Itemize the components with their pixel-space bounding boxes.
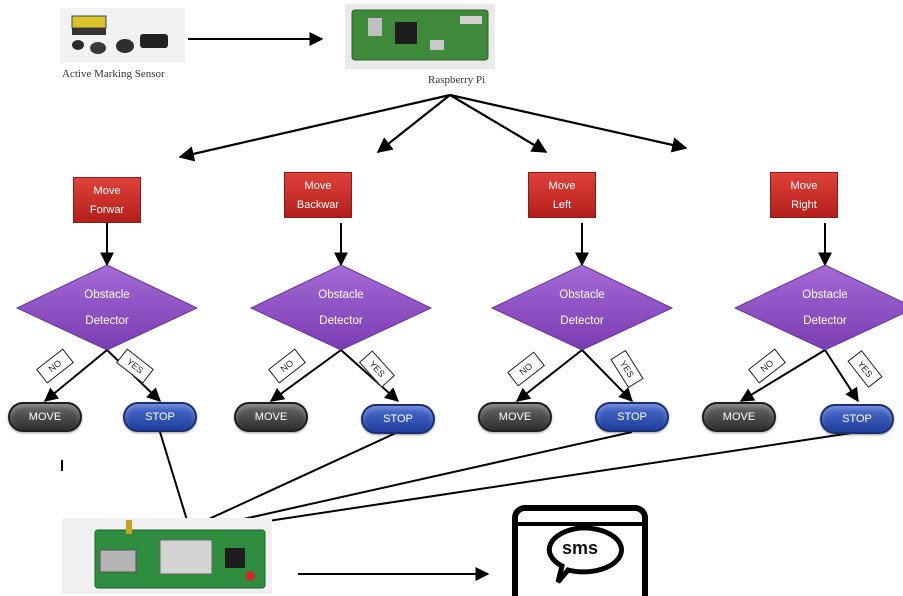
raspberry-pi-image bbox=[345, 4, 495, 69]
move-backward-box: Move Backwar bbox=[284, 172, 352, 218]
gsm-module-image bbox=[62, 518, 272, 594]
controller-caption: Raspberry Pi bbox=[428, 74, 486, 86]
move-pill-1: MOVE bbox=[8, 402, 82, 432]
move-pill-2: MOVE bbox=[234, 402, 308, 432]
move-box-line2: Backwar bbox=[296, 198, 340, 211]
move-left-box: Move Left bbox=[528, 172, 596, 218]
detector-line2: Detector bbox=[803, 315, 847, 327]
move-box-line1: Move bbox=[304, 179, 332, 192]
move-pill-3: MOVE bbox=[478, 402, 552, 432]
obstacle-detector-label-2: Obstacle Detector bbox=[281, 282, 401, 334]
stop-pill-1: STOP bbox=[123, 402, 197, 432]
obstacle-detector-label-1: Obstacle Detector bbox=[47, 282, 167, 334]
obstacle-detector-diamonds bbox=[15, 264, 903, 351]
detector-line1: Obstacle bbox=[84, 289, 130, 301]
obstacle-detector-diamond-4 bbox=[733, 264, 903, 351]
move-forward-box: Move Forwar bbox=[73, 177, 141, 223]
sensor-caption: Active Marking Sensor bbox=[62, 68, 165, 80]
stop-pill-2: STOP bbox=[361, 404, 435, 434]
stop-pill-4: STOP bbox=[820, 404, 894, 434]
active-marking-sensor-image bbox=[60, 8, 185, 63]
detector-line1: Obstacle bbox=[802, 289, 848, 301]
phone-icon bbox=[512, 505, 648, 596]
obstacle-detector-label-3: Obstacle Detector bbox=[522, 282, 642, 334]
move-box-line2: Forwar bbox=[89, 203, 125, 216]
move-box-line2: Right bbox=[791, 198, 817, 211]
move-box-line2: Left bbox=[552, 198, 572, 211]
stop-to-gsm-lines bbox=[159, 431, 859, 533]
detector-line2: Detector bbox=[319, 315, 363, 327]
detector-line1: Obstacle bbox=[318, 289, 364, 301]
obstacle-detector-diamond-1 bbox=[15, 264, 199, 351]
move-box-line1: Move bbox=[93, 184, 121, 197]
sms-bubble-icon bbox=[546, 525, 624, 584]
move-box-line1: Move bbox=[548, 179, 576, 192]
pi-fanout-arrows bbox=[178, 93, 688, 162]
sms-bubble-text: sms bbox=[562, 538, 599, 558]
obstacle-detector-diamond-2 bbox=[249, 264, 433, 351]
detector-line2: Detector bbox=[85, 315, 129, 327]
move-right-box: Move Right bbox=[770, 172, 838, 218]
move-pill-4: MOVE bbox=[702, 402, 776, 432]
obstacle-detector-label-4: Obstacle Detector bbox=[765, 282, 885, 334]
detector-line2: Detector bbox=[560, 315, 604, 327]
move-box-line1: Move bbox=[790, 179, 818, 192]
detector-line1: Obstacle bbox=[559, 289, 605, 301]
obstacle-detector-diamond-3 bbox=[490, 264, 674, 351]
stop-pill-3: STOP bbox=[595, 402, 669, 432]
